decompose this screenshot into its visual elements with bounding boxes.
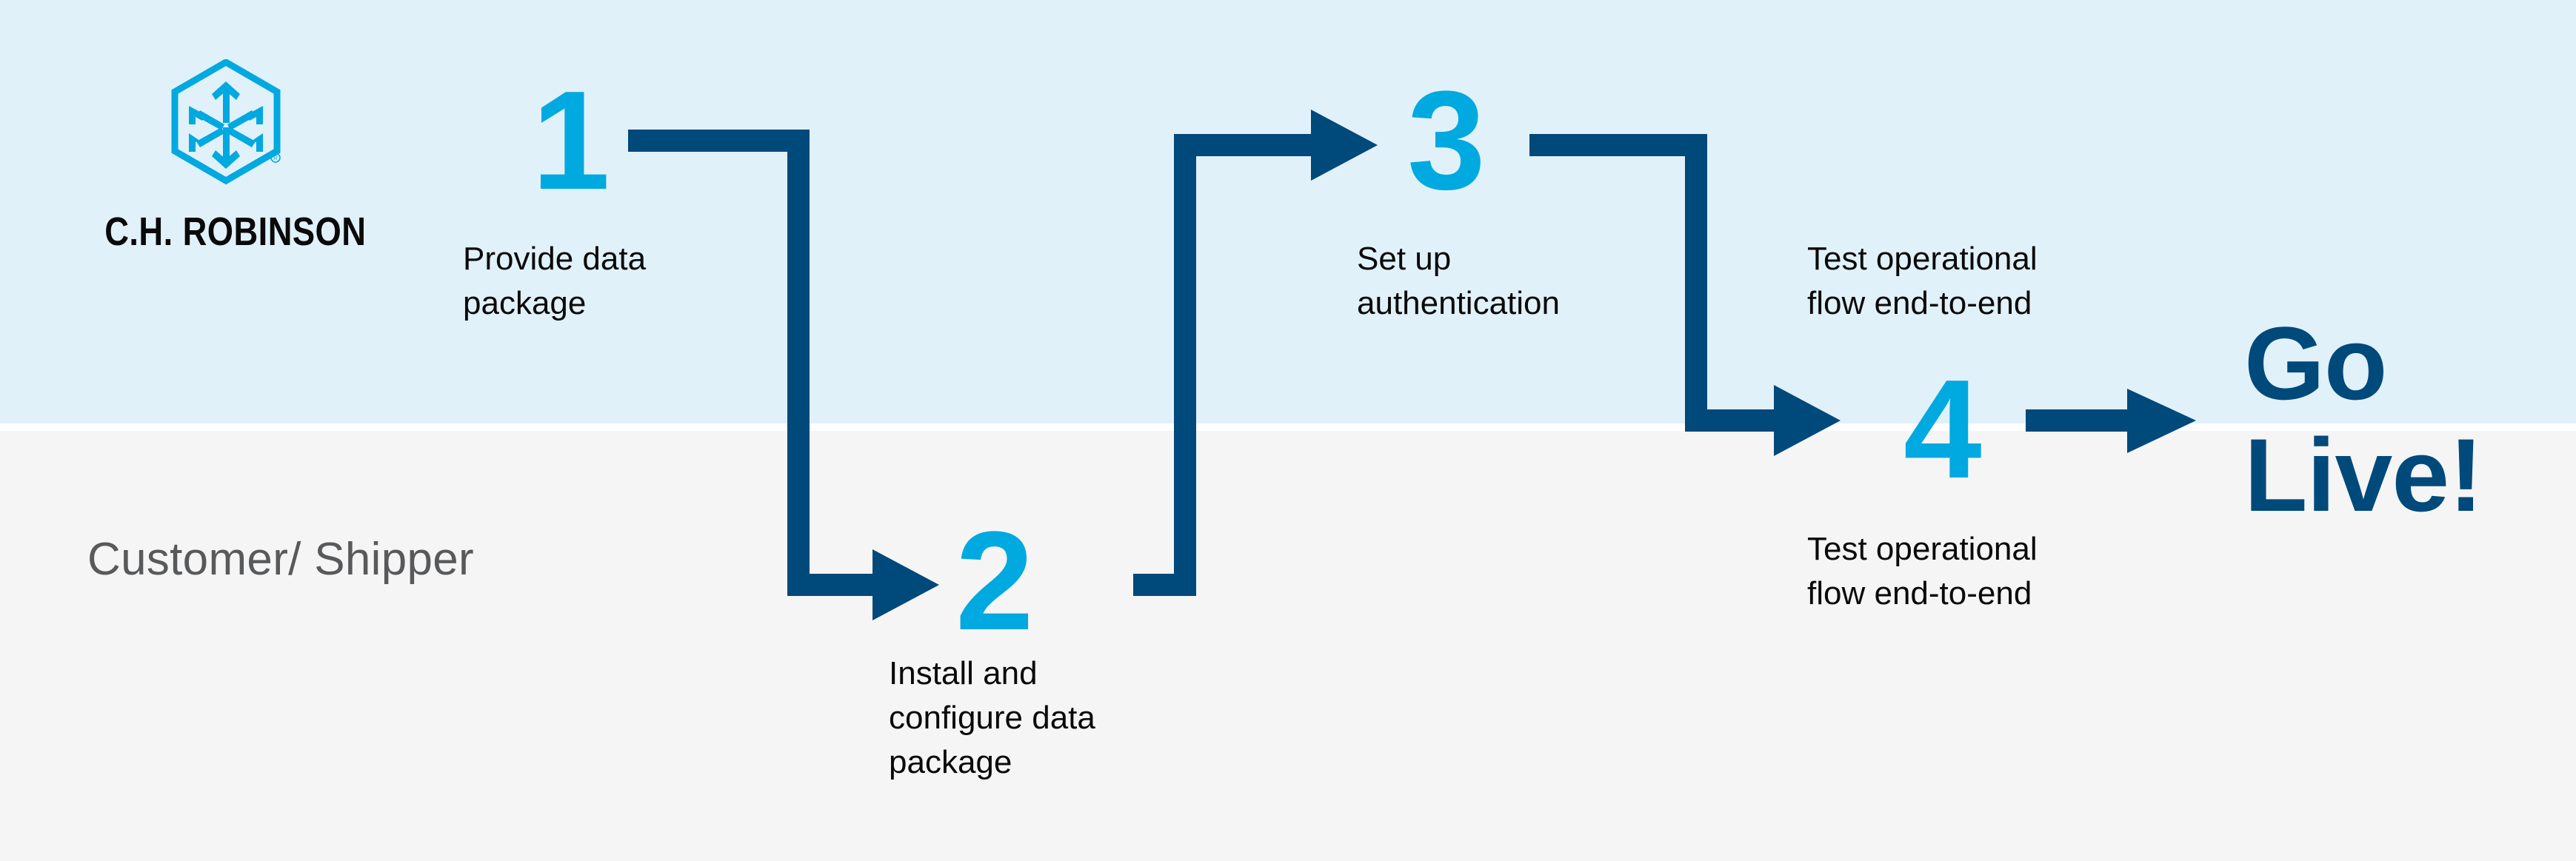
step-caption-2: Install and configure data package (889, 655, 1095, 780)
chrobinson-cube-arrows-icon: R (171, 59, 281, 185)
lane-label-customer-shipper: Customer/ Shipper (87, 534, 474, 585)
step-caption-4: Test operational flow end-to-end (1807, 531, 2038, 612)
brand-block: R C.H. ROBINSON (81, 59, 370, 255)
step-number-3: 3 (1407, 62, 1486, 219)
step-caption-1: Provide data package (463, 241, 647, 321)
outcome-go-live: Go Live! (2244, 305, 2483, 534)
step-number-4: 4 (1903, 351, 1982, 508)
background-band-top (0, 0, 2576, 423)
svg-text:R: R (273, 155, 278, 161)
step-caption-3: Set up authentication (1357, 241, 1560, 321)
step-number-2: 2 (955, 503, 1034, 660)
background-band-bottom (0, 431, 2576, 861)
step-number-1: 1 (532, 62, 610, 219)
annotation-caption-test-flow-top: Test operational flow end-to-end (1807, 241, 2038, 321)
brand-wordmark: C.H. ROBINSON (104, 210, 367, 254)
